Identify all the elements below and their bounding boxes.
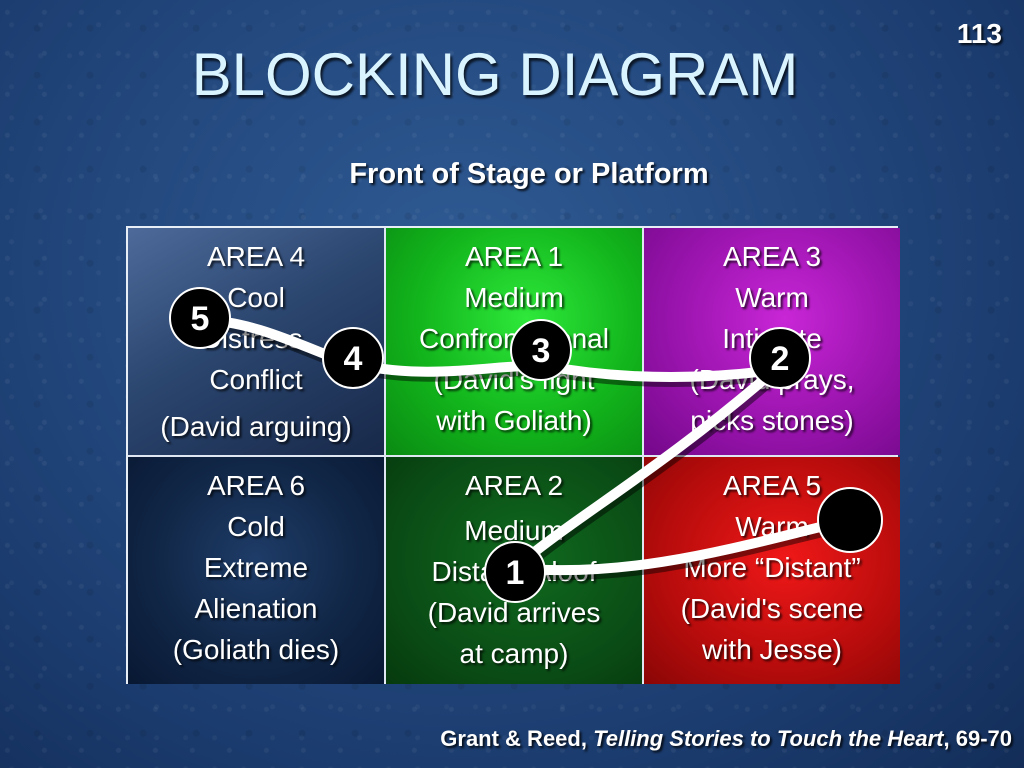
citation-book: Telling Stories to Touch the Heart bbox=[593, 726, 944, 751]
area-1-cell: AREA 1 Medium Confrontational (David's f… bbox=[386, 228, 642, 455]
stage-front-label: Front of Stage or Platform bbox=[349, 158, 709, 190]
area-2-note1: (David arrives bbox=[427, 597, 601, 628]
area-1-temp: Medium bbox=[464, 282, 564, 313]
citation-pages: , 69-70 bbox=[943, 726, 1013, 751]
area-4-note: (David arguing) bbox=[160, 411, 352, 442]
area-4-temp: Cool bbox=[227, 282, 285, 313]
slide-number: 113 bbox=[956, 18, 1002, 49]
area-4-cell: AREA 4 Cool Distress, Conflict (David ar… bbox=[128, 228, 384, 455]
area-1-name: AREA 1 bbox=[464, 241, 564, 272]
area-2-note2: at camp) bbox=[459, 638, 569, 669]
area-2-name: AREA 2 bbox=[464, 470, 564, 501]
area-6-mood2: Alienation bbox=[194, 593, 318, 624]
area-1-note1: (David's fight bbox=[433, 364, 595, 395]
citation: Grant & Reed, Telling Stories to Touch t… bbox=[440, 726, 1012, 752]
area-6-note: (Goliath dies) bbox=[172, 634, 340, 665]
area-5-cell: AREA 5 Warm More “Distant” (David's scen… bbox=[644, 457, 900, 684]
area-6-cell: AREA 6 Cold Extreme Alienation (Goliath … bbox=[128, 457, 384, 684]
area-4-name: AREA 4 bbox=[206, 241, 306, 272]
area-5-note2: with Jesse) bbox=[701, 634, 843, 665]
area-2-mood: Distant, Aloof bbox=[431, 556, 597, 587]
area-5-mood: More “Distant” bbox=[683, 552, 861, 583]
area-2-cell: AREA 2 Medium Distant, Aloof (David arri… bbox=[386, 457, 642, 684]
area-5-temp: Warm bbox=[735, 511, 809, 542]
area-5-name: AREA 5 bbox=[722, 470, 822, 501]
area-3-note1: (David prays, bbox=[689, 364, 855, 395]
area-1-note2: with Goliath) bbox=[436, 405, 592, 436]
area-4-mood: Distress, bbox=[201, 323, 311, 354]
area-6-name: AREA 6 bbox=[206, 470, 306, 501]
blocking-grid: AREA 4 Cool Distress, Conflict (David ar… bbox=[126, 226, 900, 684]
area-2-temp: Medium bbox=[464, 515, 564, 546]
area-6-temp: Cold bbox=[227, 511, 285, 542]
page-title: BLOCKING DIAGRAM bbox=[191, 41, 799, 108]
area-3-cell: AREA 3 Warm Intimate (David prays, picks… bbox=[644, 228, 900, 455]
area-3-name: AREA 3 bbox=[722, 241, 822, 272]
area-3-note2: picks stones) bbox=[690, 405, 854, 436]
area-3-temp: Warm bbox=[735, 282, 809, 313]
area-3-mood: Intimate bbox=[722, 323, 822, 354]
area-1-mood: Confrontational bbox=[419, 323, 609, 354]
area-5-note1: (David's scene bbox=[680, 593, 864, 624]
citation-authors: Grant & Reed, bbox=[440, 726, 587, 751]
area-4-mood2: Conflict bbox=[209, 364, 303, 395]
area-6-mood: Extreme bbox=[203, 552, 309, 583]
